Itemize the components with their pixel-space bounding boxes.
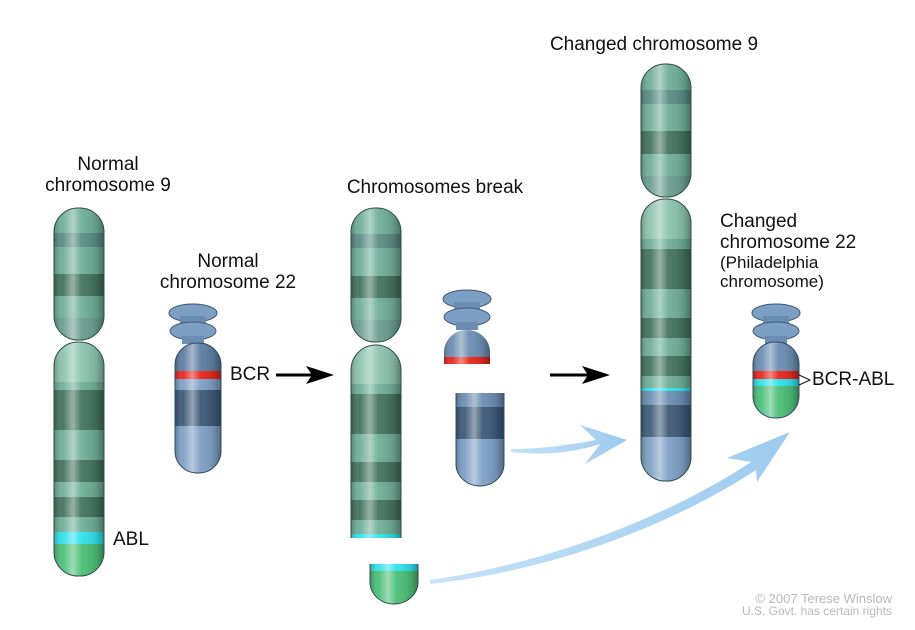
chromosomes-break-title: Chromosomes break bbox=[325, 177, 545, 198]
title-line: Chromosomes break bbox=[346, 177, 524, 198]
title-line: Changed chromosome 9 bbox=[549, 34, 759, 55]
normal-chromosome-9 bbox=[53, 207, 105, 577]
changed-chromosome-9-title: Changed chromosome 9 bbox=[524, 34, 784, 55]
changed-chromosome-9 bbox=[640, 63, 692, 482]
broken-chromosome-22-bottom bbox=[455, 393, 505, 487]
title-line: Changed bbox=[720, 211, 798, 232]
step-arrow-2 bbox=[550, 366, 610, 384]
normal-chromosome-22-title: Normal chromosome 22 bbox=[148, 251, 308, 293]
title-line: Normal bbox=[197, 251, 259, 272]
changed-chromosome-22-title: Changed chromosome 22 (Philadelphia chro… bbox=[720, 211, 910, 291]
title-line: chromosome 9 bbox=[45, 175, 171, 196]
broken-chromosome-22-top bbox=[442, 289, 492, 364]
chromosome-9-long-arm bbox=[54, 342, 104, 576]
bcr-abl-pointer bbox=[798, 374, 812, 386]
normal-chromosome-22 bbox=[168, 303, 222, 474]
title-line: chromosome 22 bbox=[720, 232, 857, 253]
abl-label: ABL bbox=[113, 529, 149, 550]
title-line: Normal bbox=[77, 154, 139, 175]
title-line: chromosome) bbox=[720, 272, 824, 291]
title-line: (Philadelphia bbox=[720, 253, 819, 272]
credit-line: © 2007 Terese Winslow bbox=[755, 591, 892, 606]
transfer-arrow-bcr-fragment bbox=[511, 425, 627, 464]
abl-fragment bbox=[369, 564, 419, 605]
credit-line: U.S. Govt. has certain rights bbox=[741, 604, 892, 618]
philadelphia-chromosome bbox=[751, 303, 801, 419]
broken-chromosome-9 bbox=[350, 207, 402, 538]
chromosome-9-short-arm bbox=[54, 208, 104, 340]
title-line: chromosome 22 bbox=[159, 272, 297, 293]
transfer-arrow-abl-fragment bbox=[430, 432, 790, 584]
normal-chromosome-9-title: Normal chromosome 9 bbox=[28, 154, 188, 196]
bcr-abl-label: BCR-ABL bbox=[812, 369, 895, 390]
copyright-credit: © 2007 Terese Winslow U.S. Govt. has cer… bbox=[700, 592, 892, 618]
bcr-label: BCR bbox=[230, 364, 271, 385]
step-arrow-1 bbox=[276, 366, 334, 384]
